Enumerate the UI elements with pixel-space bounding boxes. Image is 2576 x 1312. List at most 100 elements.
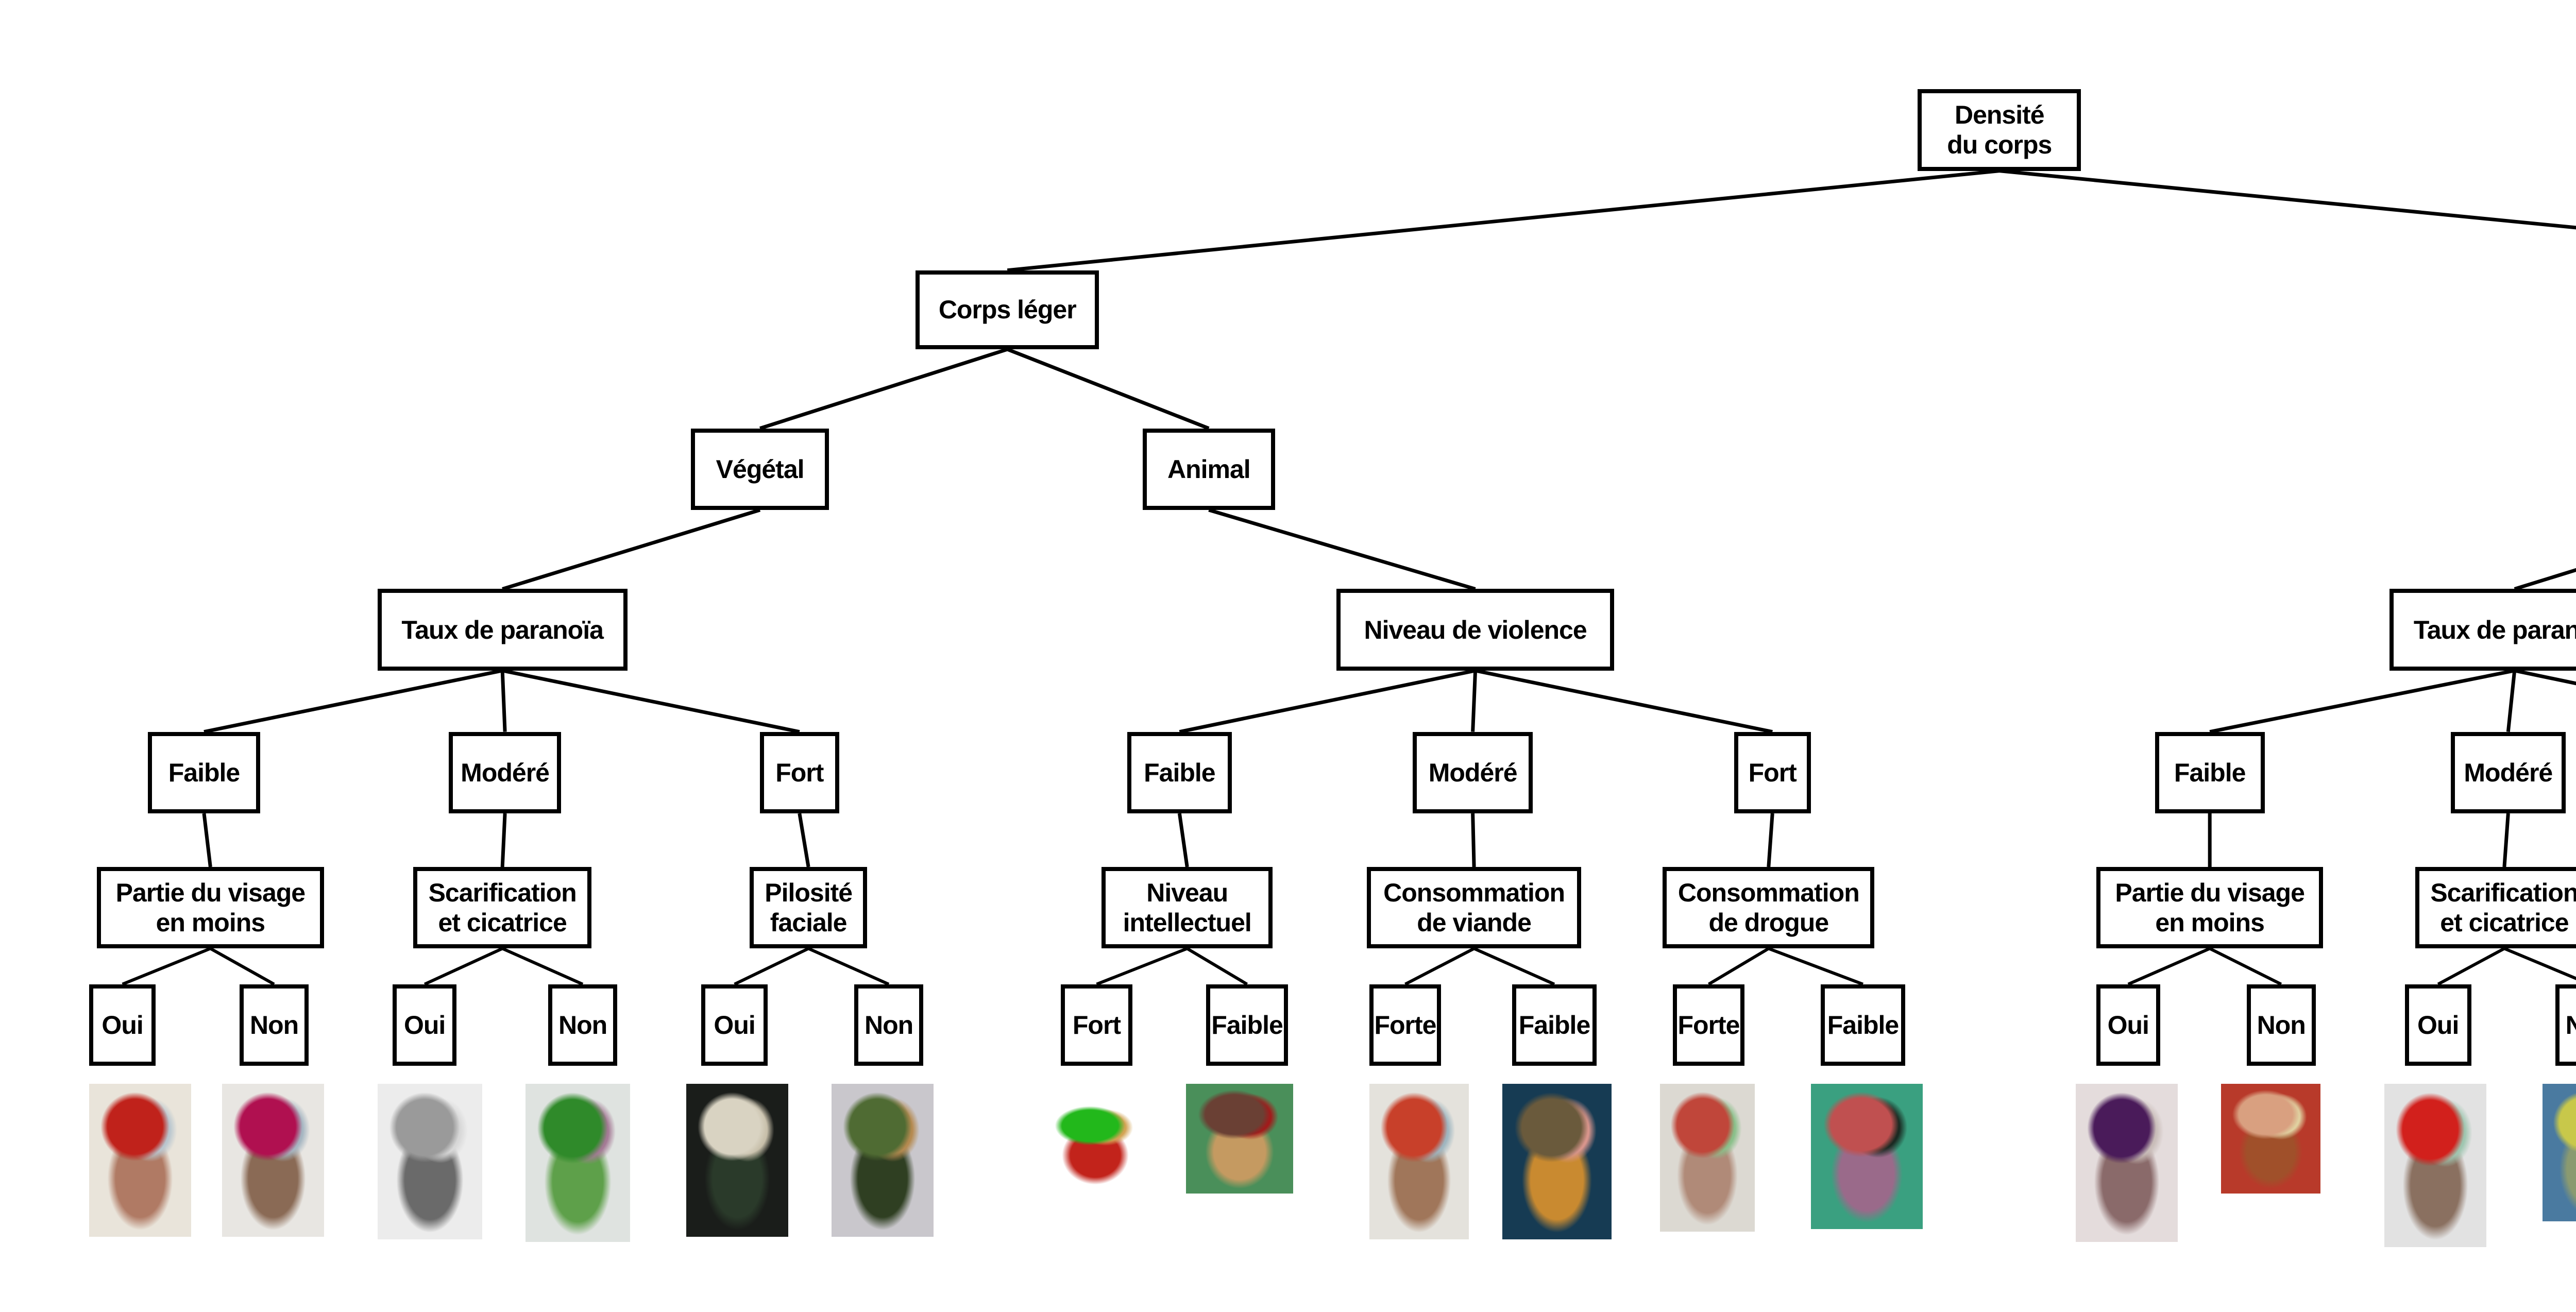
tree-edge <box>2502 813 2510 867</box>
tree-edge <box>1767 813 1774 867</box>
node-label: Non <box>250 1010 299 1040</box>
tree-edge <box>2209 669 2515 734</box>
tree-node-lav2q: Consommation de viande <box>1367 867 1581 949</box>
old-man-red-paint-image <box>1369 1083 1469 1239</box>
tree-edge <box>2127 947 2211 986</box>
node-label: Consommation de viande <box>1383 878 1565 938</box>
tree-edge <box>209 947 275 986</box>
leaf-node: Non <box>2555 984 2576 1066</box>
tree-edge <box>122 947 211 986</box>
tree-edge <box>1471 670 1478 732</box>
node-label: Faible <box>1827 1010 1899 1040</box>
bird-creature-image <box>1502 1083 1612 1239</box>
node-label: Scarification et cicatrice <box>2430 878 2576 938</box>
leaf-node: Non <box>2246 984 2316 1066</box>
tree-node-rvp1: Faible <box>2155 731 2265 814</box>
yellow-slime-creature-image <box>2543 1083 2576 1222</box>
leaf-node: Non <box>240 984 309 1066</box>
tree-node-lvp3q: Pilosité faciale <box>750 867 867 949</box>
node-label: Non <box>2565 1010 2576 1040</box>
tree-node-rvp: Taux de paranoïa <box>2389 589 2576 671</box>
node-label: Taux de paranoïa <box>401 615 604 644</box>
tree-node-lvp1: Faible <box>148 731 260 814</box>
smiling-pale-head-image <box>2076 1083 2178 1242</box>
tree-node-lav1: Faible <box>1127 731 1232 814</box>
node-label: Oui <box>101 1010 143 1040</box>
carved-stone-head-image <box>377 1083 482 1239</box>
tree-edge <box>2503 947 2576 980</box>
node-label: Niveau intellectuel <box>1123 878 1252 938</box>
tree-node-lav3q: Consommation de drogue <box>1663 867 1875 949</box>
tree-node-lvp3: Fort <box>760 731 839 814</box>
tree-node-root: Densité du corps <box>1918 89 2081 171</box>
green-hair-creature-image <box>1810 1083 1923 1229</box>
tree-edge <box>798 813 810 867</box>
netted-face-image <box>1185 1083 1293 1194</box>
tree-edge <box>1475 669 1773 734</box>
tree-edge <box>1096 947 1188 986</box>
tree-edge <box>2514 568 2576 591</box>
node-label: Faible <box>2174 758 2246 787</box>
node-label: Fort <box>775 758 824 787</box>
tree-edge <box>204 669 503 734</box>
node-label: Non <box>2257 1010 2306 1040</box>
tree-edge <box>1707 947 1770 986</box>
node-label: Faible <box>1518 1010 1590 1040</box>
tree-edge <box>1404 947 1475 986</box>
tree-node-lvp1q: Partie du visage en moins <box>97 867 324 949</box>
leaf-node: Faible <box>1206 984 1288 1066</box>
leaf-node: Oui <box>701 984 768 1066</box>
leaf-node: Oui <box>89 984 156 1066</box>
tree-node-lv: Végétal <box>691 428 829 510</box>
node-label: Densité du corps <box>1947 100 2052 160</box>
node-label: Oui <box>404 1010 446 1040</box>
node-label: Forte <box>1677 1010 1740 1040</box>
leaf-node: Fort <box>1061 984 1132 1066</box>
tree-edge <box>2514 669 2576 686</box>
leaf-node: Forte <box>1369 984 1441 1066</box>
node-label: Forte <box>1374 1010 1436 1040</box>
mushroom-head-image <box>89 1083 192 1237</box>
node-label: Corps léger <box>938 295 1077 325</box>
tree-edge <box>1768 947 1864 986</box>
node-label: Modéré <box>1428 758 1518 787</box>
leaf-node: Oui <box>2404 984 2471 1066</box>
tree-node-rvp2q: Scarification et cicatrice <box>2415 867 2576 949</box>
node-label: Pilosité faciale <box>765 878 853 938</box>
leaf-node: Forte <box>1673 984 1744 1066</box>
leaf-node: Faible <box>1821 984 1905 1066</box>
node-label: Partie du visage en moins <box>115 878 306 938</box>
tree-node-lav: Niveau de violence <box>1336 589 1615 671</box>
node-label: Faible <box>168 758 240 787</box>
frog-creature-image <box>1660 1083 1755 1232</box>
node-label: Niveau de violence <box>1364 615 1587 644</box>
tree-node-l: Corps léger <box>916 270 1099 350</box>
tree-node-rvp2: Modéré <box>2450 731 2566 814</box>
tree-edge <box>734 947 809 986</box>
node-label: Consommation de drogue <box>1677 878 1860 938</box>
tree-node-la: Animal <box>1142 428 1275 510</box>
node-label: Animal <box>1167 454 1251 484</box>
node-label: Fort <box>1072 1010 1121 1040</box>
tree-node-lav3: Fort <box>1734 731 1811 814</box>
tree-edge <box>202 813 212 867</box>
tree-node-lav1q: Niveau intellectuel <box>1101 867 1273 949</box>
node-label: Non <box>864 1010 913 1040</box>
node-label: Faible <box>1144 758 1215 787</box>
node-label: Oui <box>714 1010 755 1040</box>
tree-edge <box>1473 947 1555 986</box>
leaf-node: Non <box>548 984 617 1066</box>
node-label: Fort <box>1748 758 1797 787</box>
node-label: Scarification et cicatrice <box>428 878 577 938</box>
tree-edge <box>1007 169 2000 272</box>
cauliflower-head-image <box>686 1083 788 1237</box>
node-label: Oui <box>2107 1010 2149 1040</box>
tree-node-lvp2q: Scarification et cicatrice <box>413 867 592 949</box>
tree-edge <box>1186 947 1248 986</box>
tree-edge <box>423 947 503 986</box>
tree-edge <box>1006 347 1210 430</box>
vegetable-head-image <box>525 1083 630 1242</box>
node-label: Partie du visage en moins <box>2115 878 2304 938</box>
tree-edge <box>2209 947 2282 986</box>
